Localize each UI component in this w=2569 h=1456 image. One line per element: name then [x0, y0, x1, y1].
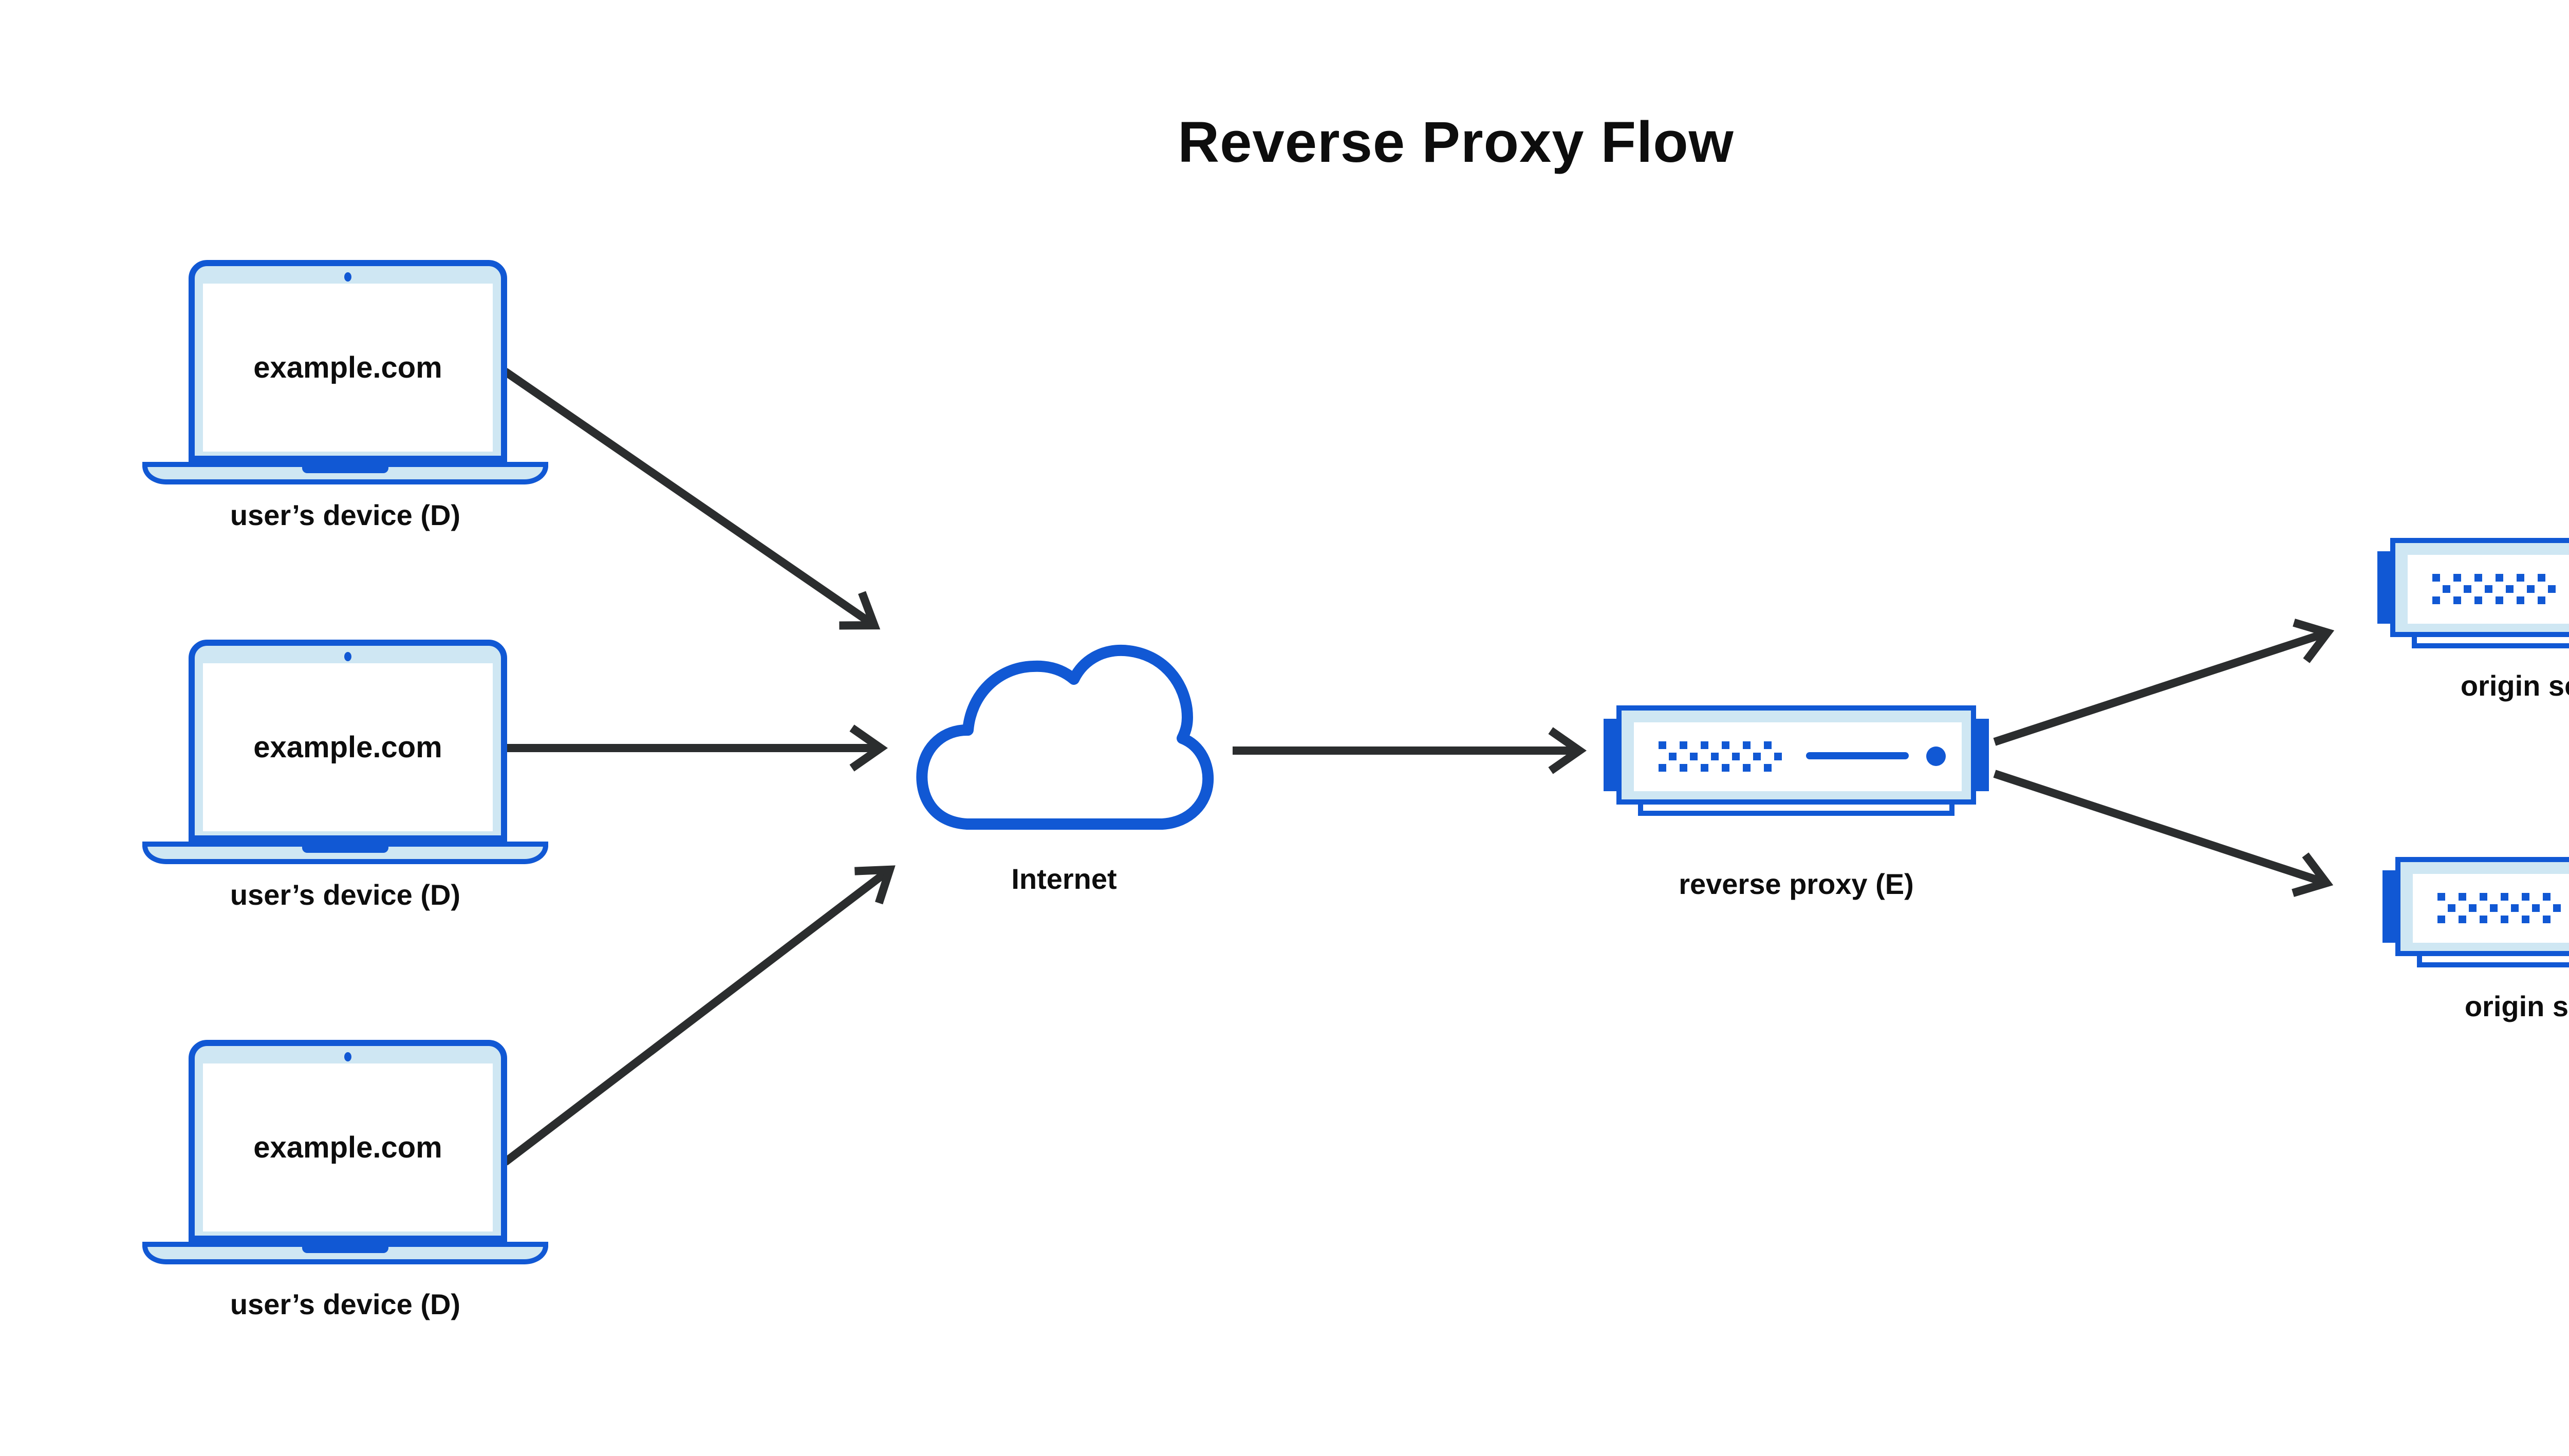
arrow-device3-to-internet — [502, 865, 896, 1166]
laptop-icon: example.com — [189, 640, 507, 842]
origin-server-2-node — [2382, 857, 2569, 967]
server-slit-icon — [1806, 752, 1909, 759]
laptop-icon: example.com — [189, 260, 507, 462]
dot-matrix-icon — [2432, 574, 2556, 604]
laptop-icon: example.com — [189, 1040, 507, 1242]
cloud-icon — [916, 645, 1214, 830]
laptop-screen: example.com — [203, 1063, 493, 1231]
laptop-hinge-notch — [302, 846, 388, 853]
arrow-proxy-to-origin2 — [1993, 770, 2334, 897]
server-led-icon — [1926, 746, 1946, 766]
origin-server-1-label: origin server (F) — [2460, 669, 2569, 702]
server-icon — [2390, 538, 2569, 637]
laptop-base — [142, 1242, 548, 1264]
server-front-panel — [1634, 722, 1962, 791]
laptop-hinge-notch — [302, 1246, 388, 1253]
user-device-2-node: example.com — [142, 640, 548, 866]
internet-label: Internet — [1011, 863, 1117, 895]
origin-server-2-label: origin server (F) — [2464, 990, 2569, 1022]
server-front-panel — [2408, 555, 2569, 624]
reverse-proxy-label: reverse proxy (E) — [1679, 868, 1914, 900]
user-device-1-node: example.com — [142, 260, 548, 486]
server-right-tab — [1974, 719, 1989, 791]
screen-url-text: example.com — [253, 731, 442, 764]
arrow-proxy-to-origin1 — [1993, 619, 2335, 746]
server-front-panel — [2413, 874, 2569, 943]
user-device-3-node: example.com — [142, 1040, 548, 1266]
screen-url-text: example.com — [253, 351, 442, 384]
laptop-screen: example.com — [203, 663, 493, 831]
page-title: Reverse Proxy Flow — [1178, 110, 1734, 174]
origin-server-1-node — [2377, 538, 2569, 648]
server-icon — [1616, 705, 1976, 805]
laptop-base — [142, 462, 548, 484]
user-device-2-label: user’s device (D) — [230, 879, 461, 911]
laptop-screen: example.com — [203, 284, 493, 452]
user-device-3-label: user’s device (D) — [230, 1288, 461, 1320]
laptop-hinge-notch — [302, 466, 388, 473]
screen-url-text: example.com — [253, 1131, 442, 1164]
camera-dot-icon — [344, 652, 351, 661]
reverse-proxy-node — [1604, 705, 1989, 816]
camera-dot-icon — [344, 1052, 351, 1061]
server-icon — [2395, 857, 2569, 956]
arrow-device1-to-internet — [502, 368, 881, 630]
dot-matrix-icon — [1659, 741, 1782, 772]
user-device-1-label: user’s device (D) — [230, 499, 461, 531]
camera-dot-icon — [344, 272, 351, 282]
laptop-base — [142, 842, 548, 864]
dot-matrix-icon — [2437, 893, 2561, 923]
